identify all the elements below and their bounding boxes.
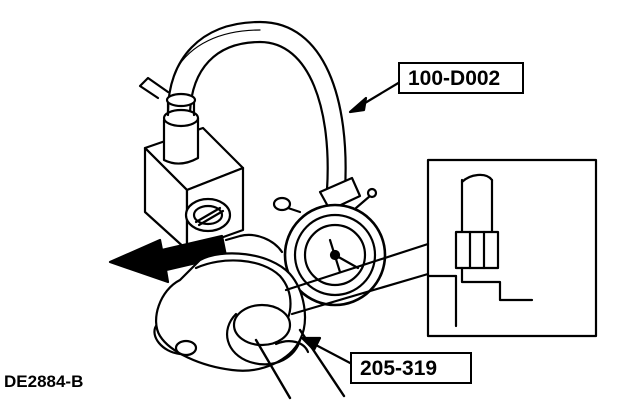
inset-detail bbox=[426, 158, 598, 338]
callout-100-d002: 100-D002 bbox=[398, 62, 524, 94]
leader-lines bbox=[284, 80, 430, 366]
housing-assembly bbox=[153, 233, 346, 400]
hose bbox=[166, 20, 347, 192]
figure-id: DE2884-B bbox=[4, 372, 84, 391]
dial-indicator-icon bbox=[272, 176, 387, 307]
mounting-block bbox=[138, 76, 245, 252]
callout-205-319: 205-319 bbox=[350, 352, 472, 384]
pointer-arrow-icon bbox=[108, 234, 228, 284]
